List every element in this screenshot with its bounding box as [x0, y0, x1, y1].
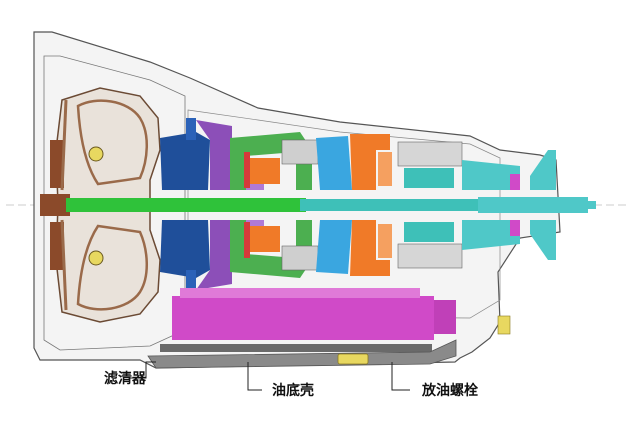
converter-front-lower: [60, 219, 68, 311]
output-shaft: [478, 197, 588, 213]
oil-pump: [160, 118, 210, 292]
converter-front-upper: [60, 99, 68, 191]
output-section: [462, 150, 556, 260]
output-teal-lower: [462, 220, 520, 250]
valve-body: [172, 288, 456, 340]
pump-rib-upper: [186, 118, 196, 140]
magenta-seal-upper: [510, 174, 520, 190]
plates-right-lower: [397, 243, 463, 269]
plates-mid-upper: [281, 139, 319, 165]
turbine-lower: [76, 224, 148, 311]
stator-lower: [88, 250, 104, 266]
orange-carrier-upper: [350, 134, 390, 190]
filter-label: 滤清器: [104, 371, 146, 387]
clutch-plates-right: [397, 141, 463, 269]
light-blue-clutch: [316, 136, 352, 274]
filter-leader: [128, 361, 156, 379]
red-ring-upper: [244, 152, 250, 188]
blue-upper: [316, 136, 352, 190]
output-shaft-end: [586, 201, 596, 209]
purple-lower: [196, 220, 232, 290]
orange-gear-upper: [378, 152, 392, 186]
stator-upper: [88, 146, 104, 162]
case-bolt: [497, 315, 511, 335]
pump-rib-lower: [186, 270, 196, 292]
red-ring-lower: [244, 222, 250, 258]
oil-pan: [147, 339, 457, 369]
valve-body-upper: [180, 288, 420, 298]
oil-pan-leader: [247, 362, 262, 391]
valve-body-main: [172, 296, 434, 340]
drain-plug-leader: [391, 362, 410, 391]
oil-pan-label: 油底壳: [272, 383, 314, 399]
valve-body-right: [434, 300, 456, 334]
plates-right-upper: [397, 141, 463, 167]
orange-planetary: [350, 134, 392, 276]
teal-hub-lower: [404, 222, 454, 242]
converter-disc-lower: [50, 222, 64, 270]
intermediate-shaft: [300, 199, 480, 211]
output-flange-lower: [530, 220, 556, 260]
output-teal-upper: [462, 160, 520, 190]
magenta-seal-lower: [510, 220, 520, 236]
plates-mid-lower: [281, 245, 319, 271]
converter-hub: [40, 194, 70, 216]
clutch-plates-mid: [281, 139, 319, 271]
orange-gear-lower: [378, 224, 392, 258]
orange-planet-lower: [250, 226, 280, 252]
turbine-upper: [76, 99, 148, 186]
teal-hub-upper: [404, 168, 454, 188]
input-shaft: [66, 198, 306, 212]
orange-carrier-lower: [350, 220, 390, 276]
converter-disc-upper: [50, 140, 64, 188]
drain-plug-label: 放油螺栓: [422, 383, 478, 399]
output-flange-upper: [530, 150, 556, 190]
pump-lower: [160, 220, 210, 278]
orange-planet-upper: [250, 158, 280, 184]
blue-lower: [316, 220, 352, 274]
drain-plug: [337, 353, 369, 365]
pump-upper: [160, 132, 210, 190]
oil-filter: [160, 344, 432, 352]
purple-upper: [196, 120, 232, 190]
main-shaft: [66, 197, 596, 213]
